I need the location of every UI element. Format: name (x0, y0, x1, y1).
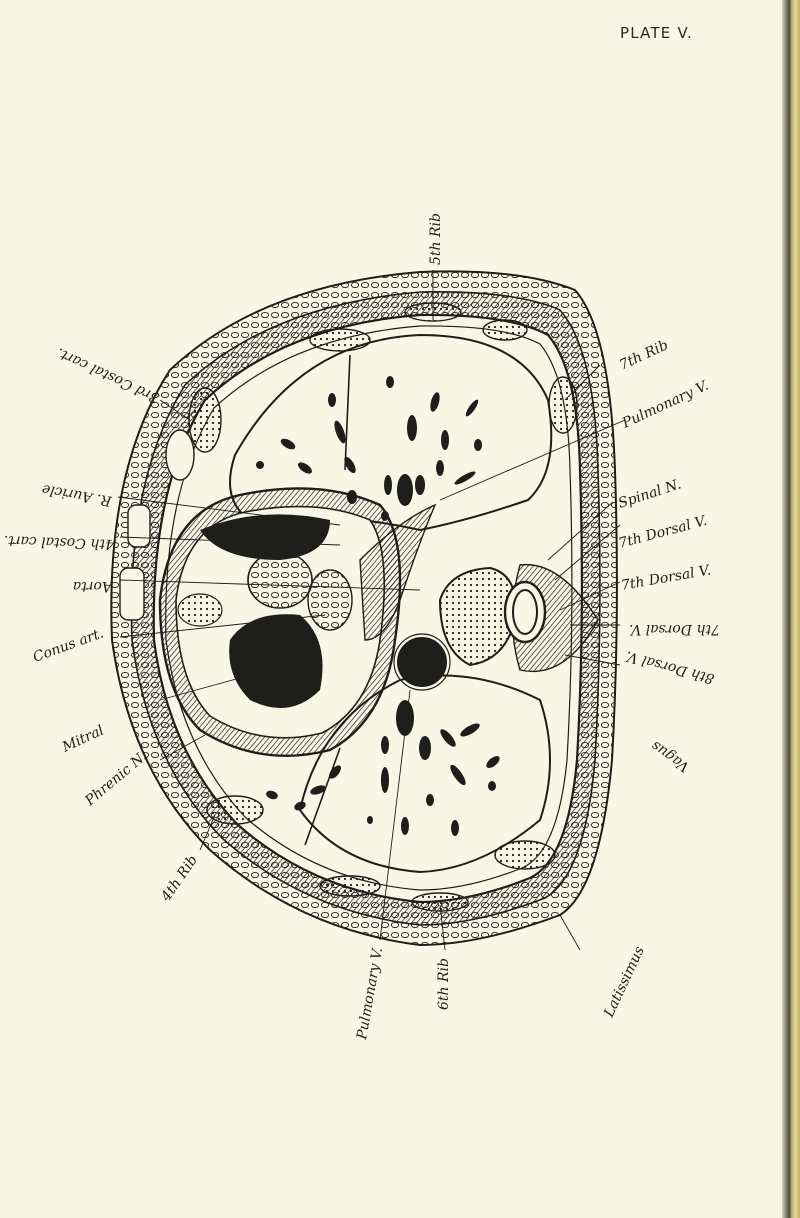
label-4th-rib: 4th Rib (158, 853, 202, 906)
label-7th-dorsal-v-inverted: 7th Dorsal V. (629, 621, 720, 637)
label-4th-costal-cart: 4th Costal cart. (3, 532, 115, 552)
leader-lines (117, 270, 626, 951)
label-phrenic-n: Phrenic N. (82, 749, 151, 810)
label-latissimus: Latissimus (601, 944, 648, 1021)
book-binding (782, 0, 800, 1218)
lung-vessels (256, 376, 500, 836)
label-vagus: Vagus (648, 737, 692, 774)
label-7th-dorsal-v-a: 7th Dorsal V. (617, 513, 709, 552)
label-pulmonary-v-bottom: Pulmonary V. (354, 946, 386, 1042)
label-mitral: Mitral (59, 723, 107, 757)
label-aorta: Aorta (73, 578, 114, 594)
plate-title: PLATE V. (620, 24, 693, 42)
label-3rd-costal-cart: 3rd Costal cart. (54, 344, 162, 405)
label-6th-rib: 6th Rib (436, 958, 452, 1010)
right-auricle-chamber (200, 514, 330, 560)
label-r-auricle: R. Auricle (41, 481, 114, 509)
aorta-vessel (397, 637, 447, 687)
thorax-cross-section: 5th Rib 7th Rib Pulmonary V. Spinal N. 7… (3, 213, 720, 1042)
label-spinal-n: Spinal N. (616, 476, 683, 511)
ventricle-chamber (229, 614, 323, 708)
label-7th-rib: 7th Rib (617, 337, 671, 373)
label-8th-dorsal-v-inverted: 8th Dorsal V. (624, 648, 716, 687)
label-conus-art: Conus art. (31, 625, 106, 665)
label-7th-dorsal-v-b: 7th Dorsal V. (620, 562, 712, 594)
label-5th-rib: 5th Rib (428, 213, 444, 265)
label-pulmonary-v-right: Pulmonary V. (619, 378, 711, 432)
plate-page: PLATE V. (3, 24, 720, 1042)
spinal-canal (503, 580, 547, 644)
